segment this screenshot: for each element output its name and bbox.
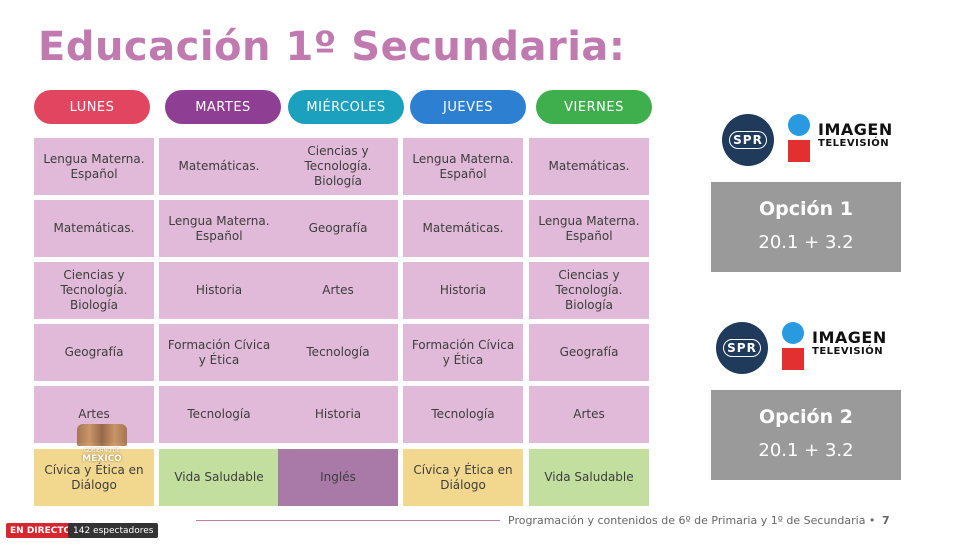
schedule-cell: Formación Cívica y Ética xyxy=(403,324,523,381)
schedule-cell: Historia xyxy=(278,386,398,443)
schedule-cell: Artes xyxy=(278,262,398,319)
emblem-figures-icon xyxy=(77,424,127,446)
schedule-cell: Geografía xyxy=(34,324,154,381)
footer-caption: Programación y contenidos de 6º de Prima… xyxy=(508,514,876,527)
option-1-title: Opción 1 xyxy=(759,198,853,220)
schedule-cell: Matemáticas. xyxy=(34,200,154,257)
schedule-cell: Lengua Materna. Español xyxy=(529,200,649,257)
imagen-square-icon xyxy=(782,348,804,370)
schedule-cell: Artes xyxy=(529,386,649,443)
viewer-count: 142 espectadores xyxy=(68,523,159,538)
day-header-3: JUEVES xyxy=(410,90,526,124)
schedule-cell: Geografía xyxy=(278,200,398,257)
schedule-cell: Cívica y Ética en Diálogo xyxy=(403,449,523,506)
imagen-dot-icon xyxy=(788,114,810,136)
schedule-cell: Matemáticas. xyxy=(159,138,279,195)
schedule-cell: Lengua Materna. Español xyxy=(34,138,154,195)
schedule-cell: Tecnología xyxy=(159,386,279,443)
schedule-cell: Tecnología xyxy=(278,324,398,381)
gobierno-mexico-emblem: GOBIERNO DE MÉXICO xyxy=(74,424,130,478)
schedule-cell: Vida Saludable xyxy=(159,449,279,506)
schedule-cell: Matemáticas. xyxy=(529,138,649,195)
schedule-cell: Historia xyxy=(159,262,279,319)
schedule-cell: Formación Cívica y Ética xyxy=(159,324,279,381)
slide-title: Educación 1º Secundaria: xyxy=(38,24,626,70)
schedule-cell: Lengua Materna. Español xyxy=(159,200,279,257)
live-badge: EN DIRECTO xyxy=(6,523,76,538)
schedule-cell: Vida Saludable xyxy=(529,449,649,506)
option-2-box: Opción 2 20.1 + 3.2 xyxy=(711,390,901,480)
spr-logo-icon: SPR xyxy=(722,114,774,166)
broadcaster-logos-2: SPR IMAGEN TELEVISIÓN xyxy=(716,322,906,378)
schedule-cell: Lengua Materna. Español xyxy=(403,138,523,195)
option-1-box: Opción 1 20.1 + 3.2 xyxy=(711,182,901,272)
footer-divider xyxy=(196,520,500,521)
imagen-logo-text: IMAGEN xyxy=(812,328,887,347)
broadcaster-logos-1: SPR IMAGEN TELEVISIÓN xyxy=(722,114,912,170)
imagen-square-icon xyxy=(788,140,810,162)
imagen-dot-icon xyxy=(782,322,804,344)
option-2-channels: 20.1 + 3.2 xyxy=(758,440,854,461)
imagen-logo-subtext: TELEVISIÓN xyxy=(818,138,890,149)
emblem-line2: MÉXICO xyxy=(82,454,122,464)
day-header-0: LUNES xyxy=(34,90,150,124)
day-header-1: MARTES xyxy=(165,90,281,124)
imagen-logo-text: IMAGEN xyxy=(818,120,893,139)
day-header-2: MIÉRCOLES xyxy=(288,90,404,124)
schedule-cell: Historia xyxy=(403,262,523,319)
schedule-cell: Tecnología xyxy=(403,386,523,443)
imagen-logo-subtext: TELEVISIÓN xyxy=(812,346,884,357)
schedule-cell: Geografía xyxy=(529,324,649,381)
schedule-cell: Ciencias y Tecnología. Biología xyxy=(529,262,649,319)
option-2-title: Opción 2 xyxy=(759,406,853,428)
schedule-cell: Inglés xyxy=(278,449,398,506)
option-1-channels: 20.1 + 3.2 xyxy=(758,232,854,253)
schedule-cell: Ciencias y Tecnología. Biología xyxy=(34,262,154,319)
schedule-cell: Ciencias y Tecnología. Biología xyxy=(278,138,398,195)
day-header-4: VIERNES xyxy=(536,90,652,124)
emblem-line1: GOBIERNO DE xyxy=(84,448,120,454)
spr-logo-icon: SPR xyxy=(716,322,768,374)
schedule-cell: Matemáticas. xyxy=(403,200,523,257)
schedule-cell: Cívica y Ética en Diálogo xyxy=(34,449,154,506)
page-number: 7 xyxy=(882,514,890,527)
